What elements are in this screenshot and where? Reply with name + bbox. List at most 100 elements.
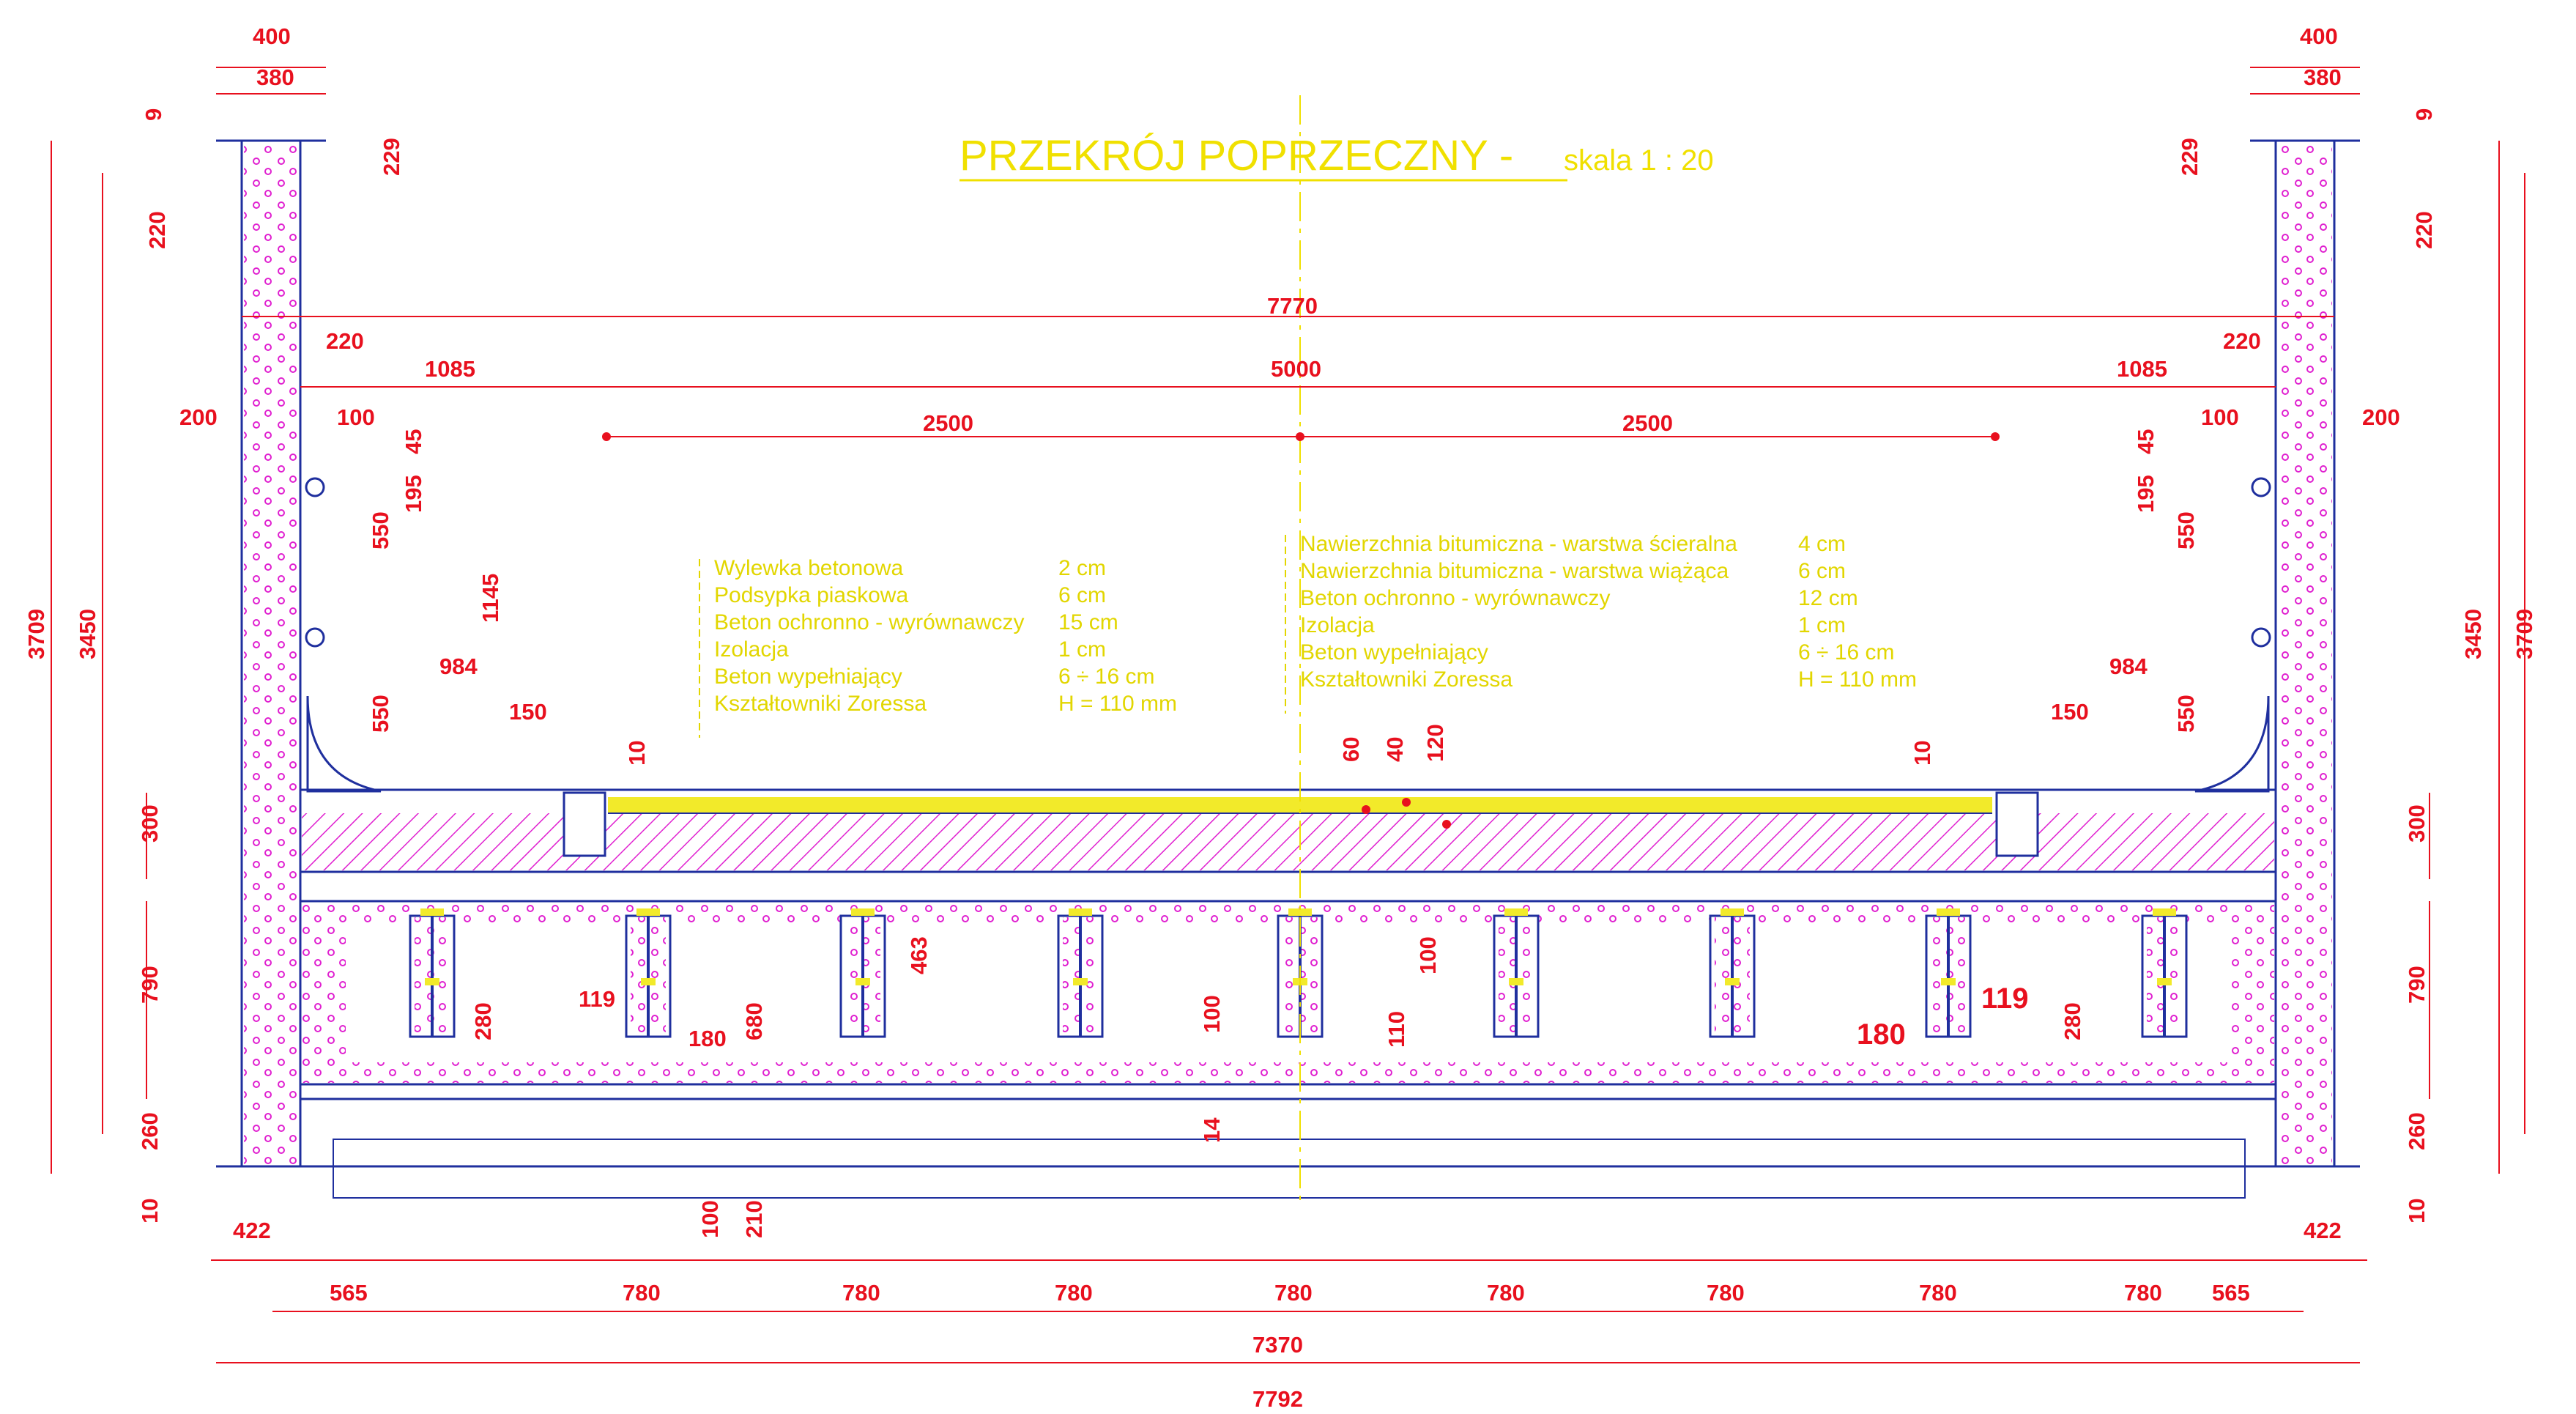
dim-vertical-40: 40 [1382, 737, 1408, 762]
dim-100-right: 100 [2201, 404, 2239, 430]
dim-vertical-3450: 3450 [2460, 609, 2486, 659]
left-railing-anchor-bottom [305, 627, 325, 648]
dim-7792: 7792 [1252, 1386, 1303, 1412]
left-kerb [563, 791, 606, 857]
dim-vertical-10: 10 [624, 741, 650, 766]
dim-780: 780 [1487, 1280, 1525, 1306]
legend-layer-value: 6 ÷ 16 cm [1058, 665, 1155, 689]
dim-vertical-10: 10 [137, 1199, 163, 1224]
dim-vertical-280: 280 [470, 1002, 496, 1040]
right-kerb [1995, 791, 2039, 857]
dim-vertical-229: 229 [379, 138, 404, 176]
dimension-labels: 400 380 400 380 7770 1085 1085 5000 2500… [179, 23, 2400, 1412]
stringers-group [409, 908, 2188, 1038]
dim-vertical-3709: 3709 [2512, 609, 2537, 659]
stringer-3 [839, 908, 886, 1038]
dim-565-left: 565 [330, 1280, 368, 1306]
bridge-structure [216, 95, 2360, 1202]
dim-984-left: 984 [439, 654, 478, 679]
dim-1085-right: 1085 [2117, 356, 2167, 382]
dim-vertical-195: 195 [2133, 475, 2159, 513]
legend-layer-value: H = 110 mm [1798, 667, 1917, 692]
dim-vertical-260: 260 [2404, 1112, 2430, 1150]
dim-984-right: 984 [2109, 654, 2148, 679]
dim-vertical-280: 280 [2060, 1002, 2085, 1040]
dim-780: 780 [1919, 1280, 1957, 1306]
legend-layer-name: Kształtowniki Zoressa [714, 692, 927, 716]
legend-layer-value: 1 cm [1798, 613, 1846, 637]
legend-layer-value: 15 cm [1058, 610, 1118, 634]
dim-5000: 5000 [1271, 356, 1321, 382]
dim-vertical-45: 45 [2133, 429, 2159, 454]
legend-layer-value: 2 cm [1058, 556, 1106, 580]
dim-vertical-14: 14 [1199, 1117, 1225, 1143]
dim-380-left: 380 [256, 64, 294, 90]
legend-layer-name: Kształtowniki Zoressa [1300, 667, 1512, 692]
bottom-beam [299, 1097, 2277, 1168]
dim-200-right: 200 [2362, 404, 2400, 430]
legend-layer-value: 6 ÷ 16 cm [1798, 640, 1895, 665]
dim-vertical-9: 9 [141, 108, 166, 121]
dim-vertical-300: 300 [137, 804, 163, 843]
right-railing-anchor-top [2251, 477, 2271, 497]
legend-layer-name: Beton wypełniający [1300, 640, 1488, 665]
dim-400-right: 400 [2300, 23, 2338, 49]
dim-780: 780 [1055, 1280, 1093, 1306]
dim-1085-left: 1085 [425, 356, 475, 382]
dim-565-right: 565 [2212, 1280, 2250, 1306]
dim-vertical-680: 680 [741, 1002, 767, 1040]
dim-400-left: 400 [253, 23, 291, 49]
stringer-9 [2141, 908, 2188, 1038]
dim-2500-left: 2500 [923, 410, 973, 436]
dim-vertical-1145: 1145 [478, 574, 503, 623]
dim-180-left: 180 [688, 1026, 727, 1051]
stringer-6 [1493, 908, 1540, 1038]
dimension-lines [51, 67, 2525, 1363]
dim-vertical-300: 300 [2404, 804, 2430, 843]
dim-200-left: 200 [179, 404, 218, 430]
stringer-7 [1709, 908, 1756, 1038]
dim-vertical-550: 550 [368, 511, 393, 549]
dim-422-left: 422 [233, 1218, 271, 1243]
legend-layer-name: Beton ochronno - wyrównawczy [1300, 586, 1611, 610]
dim-vertical-220: 220 [144, 211, 170, 249]
dim-150-right: 150 [2051, 699, 2089, 725]
legend-layer-value: 12 cm [1798, 586, 1858, 610]
dim-vertical-790: 790 [137, 966, 163, 1004]
left-fascia [306, 695, 382, 793]
dim-vertical-550: 550 [2173, 695, 2199, 733]
dim-vertical-10: 10 [2404, 1199, 2430, 1224]
dim-119-right: 119 [1981, 982, 2029, 1015]
layers-legend-right: Nawierzchnia bitumiczna - warstwa ściera… [1285, 532, 1917, 714]
dim-100-left: 100 [337, 404, 375, 430]
dim-vertical-550: 550 [368, 695, 393, 733]
dim-380-right: 380 [2304, 64, 2342, 90]
dim-vertical-100: 100 [1415, 936, 1441, 974]
dim-vertical-260: 260 [137, 1112, 163, 1150]
dim-220-right-h: 220 [2223, 328, 2261, 354]
title-block: PRZEKRÓJ POPRZECZNY - skala 1 : 20 [959, 132, 1714, 182]
stringer-4 [1057, 908, 1104, 1038]
dim-780: 780 [1274, 1280, 1313, 1306]
dim-180-right: 180 [1857, 1018, 1906, 1051]
dim-110: 110 [1384, 1011, 1409, 1048]
legend-layer-value: 4 cm [1798, 532, 1846, 556]
stringer-2 [625, 908, 672, 1038]
legend-layer-value: H = 110 mm [1058, 692, 1177, 716]
dim-vertical-229: 229 [2177, 138, 2202, 176]
dim-vertical-60: 60 [1338, 737, 1364, 762]
dim-220-left-h: 220 [326, 328, 364, 354]
legend-layer-value: 6 cm [1798, 559, 1846, 583]
dim-7370: 7370 [1252, 1332, 1303, 1358]
stringer-8 [1925, 908, 1972, 1038]
dim-vertical-120: 120 [1422, 724, 1448, 762]
dim-vertical-220: 220 [2411, 211, 2437, 249]
left-railing-anchor-top [305, 477, 325, 497]
dim-7770: 7770 [1267, 293, 1318, 319]
legend-layer-value: 1 cm [1058, 637, 1106, 662]
stringer-1 [409, 908, 456, 1038]
drawing-title: PRZEKRÓJ POPRZECZNY - [959, 132, 1513, 179]
